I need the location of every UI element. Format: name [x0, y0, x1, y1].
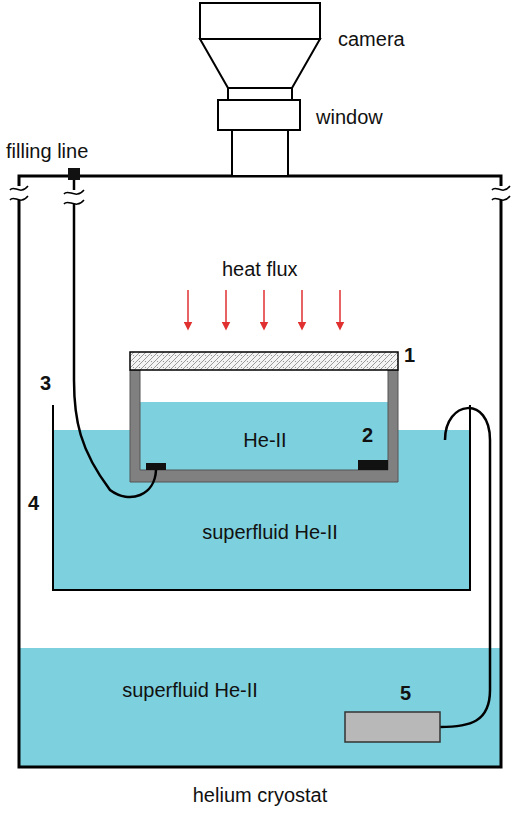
heat-flux-arrow [339, 290, 341, 326]
region-node: He-II [130, 352, 398, 482]
text-slot: superfluid He-II [202, 521, 338, 544]
device-5 [345, 712, 440, 742]
filling-port [68, 168, 80, 180]
break-marks [10, 186, 510, 200]
heat-flux-arrow [301, 290, 303, 326]
camera-body [200, 3, 320, 39]
region-node: superfluid He-II He-II [53, 405, 470, 590]
heat-flux-arrow [225, 290, 227, 326]
tube-inlet [146, 463, 166, 470]
callout-number: 4 [28, 492, 39, 515]
cell-label: He-II [243, 429, 286, 451]
heat-flux-arrow [263, 290, 265, 326]
text-slot: He-II [243, 429, 286, 452]
sensor-2 [358, 460, 388, 470]
part-label: window [316, 106, 383, 129]
part-label: camera [338, 28, 405, 51]
region-node: superfluid He-II [19, 648, 501, 767]
callout-number: 1 [404, 344, 415, 367]
cable-to-5 [440, 408, 490, 727]
part-label: filling line [6, 140, 88, 163]
part-label: heat flux [222, 258, 298, 281]
text-slot: superfluid He-II [122, 679, 258, 702]
camera-lens [200, 39, 320, 88]
window-flange [218, 100, 300, 130]
text-slot: helium cryostat [193, 784, 328, 807]
heat-flux-arrows [188, 290, 340, 326]
bottom-bath-liquid [19, 648, 501, 767]
callout-number: 2 [362, 424, 373, 447]
camera-mount [228, 88, 292, 100]
cryostat-housing [19, 176, 501, 767]
lid-1 [130, 352, 398, 370]
filling-tube-3 [74, 180, 156, 497]
window-neck [232, 130, 288, 176]
cryostat-label: helium cryostat [193, 784, 328, 806]
cell-liquid [140, 402, 388, 470]
bath-label: superfluid He-II [202, 521, 338, 543]
bath-container [53, 405, 470, 590]
cell-walls [130, 370, 398, 482]
tube-break [64, 190, 84, 204]
callout-number: 3 [40, 372, 51, 395]
bath-label: superfluid He-II [122, 679, 258, 701]
callout-number: 5 [400, 682, 411, 705]
heat-flux-arrow [187, 290, 189, 326]
